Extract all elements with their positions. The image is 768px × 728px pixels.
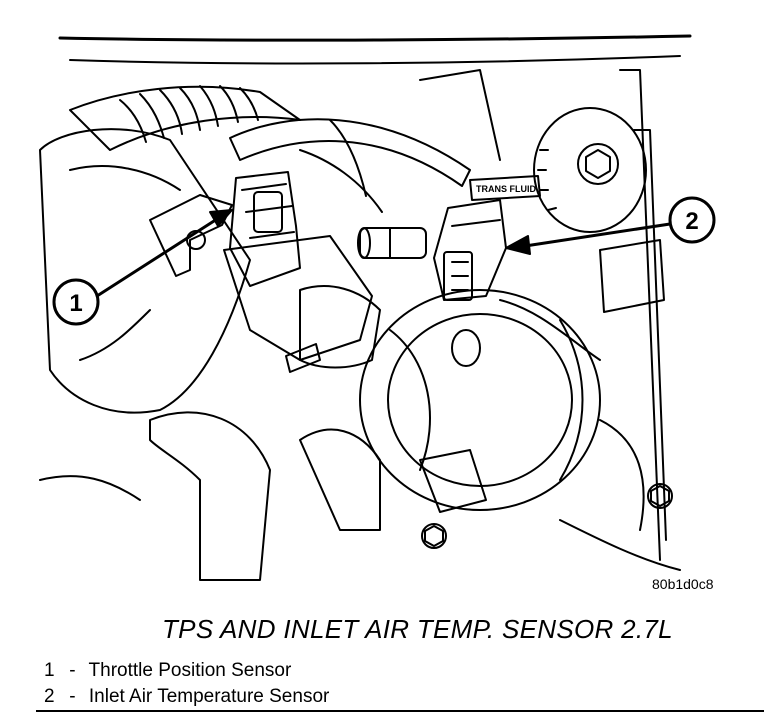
right-bracket xyxy=(599,239,665,313)
intake-resonator-inner xyxy=(387,313,573,487)
legend-item: 2 - Inlet Air Temperature Sensor xyxy=(44,684,329,710)
legend-number: 1 xyxy=(44,660,55,681)
callout-number-2: 2 xyxy=(685,208,698,235)
lower-hose-end xyxy=(299,428,381,531)
vacuum-hose-lower xyxy=(329,119,367,197)
air-intake-hose xyxy=(69,85,301,151)
legend-item: 1 - Throttle Position Sensor xyxy=(44,658,329,684)
legend: 1 - Throttle Position Sensor 2 - Inlet A… xyxy=(44,658,329,710)
oil-fill-cap xyxy=(533,107,647,233)
throttle-linkage xyxy=(285,343,321,373)
legend-label: Throttle Position Sensor xyxy=(88,660,292,681)
vacuum-hose-upper xyxy=(229,118,471,187)
resonator-rib-1 xyxy=(389,329,431,471)
right-hose xyxy=(599,419,645,531)
callout-2: 2 xyxy=(505,196,716,255)
air-box xyxy=(39,128,251,414)
mounting-bracket xyxy=(149,194,233,277)
right-frame-rail xyxy=(619,69,661,561)
resonator-port xyxy=(451,329,481,367)
throttle-position-sensor xyxy=(229,171,301,287)
leader-line-1 xyxy=(95,210,230,298)
trans-fluid-tag: TRANS FLUID xyxy=(469,175,541,201)
lower-elbow-hose xyxy=(149,411,271,581)
legend-number: 2 xyxy=(44,686,55,707)
background-line-2 xyxy=(499,299,601,361)
vacuum-hose-middle xyxy=(299,149,383,213)
right-frame-rail-2 xyxy=(633,129,667,541)
background-line-4 xyxy=(559,519,681,571)
lower-bolt xyxy=(421,523,447,549)
lower-hose-clamp xyxy=(419,449,487,513)
background-line-1 xyxy=(419,69,501,161)
leader-line-2 xyxy=(510,222,672,250)
callout-circle-1 xyxy=(52,278,100,326)
intake-resonator xyxy=(359,289,601,511)
leader-arrow-1 xyxy=(209,209,233,227)
bottom-divider xyxy=(36,710,764,712)
hood-inner-line xyxy=(69,55,681,65)
throttle-body xyxy=(223,235,373,361)
hood-edge-line xyxy=(58,34,692,42)
background-line-3 xyxy=(39,475,141,501)
callout-number-1: 1 xyxy=(69,290,82,317)
tube-connector xyxy=(357,227,427,259)
legend-separator: - xyxy=(69,686,76,707)
figure-code: 80b1d0c8 xyxy=(652,576,714,592)
callout-circle-2 xyxy=(668,196,716,244)
leader-arrow-2 xyxy=(505,235,531,255)
legend-separator: - xyxy=(69,660,76,681)
right-bolt xyxy=(647,483,673,509)
air-box-rib-2 xyxy=(79,309,151,361)
throttle-body-flange xyxy=(299,285,381,369)
legend-label: Inlet Air Temperature Sensor xyxy=(88,686,330,707)
trans-fluid-label: TRANS FLUID xyxy=(476,184,536,194)
engine-illustration: TRANS FLUID xyxy=(39,34,716,581)
inlet-air-temp-sensor xyxy=(433,199,507,301)
figure-title: TPS AND INLET AIR TEMP. SENSOR 2.7L xyxy=(162,614,673,644)
callout-1: 1 xyxy=(52,209,233,326)
air-box-rib xyxy=(69,165,181,191)
